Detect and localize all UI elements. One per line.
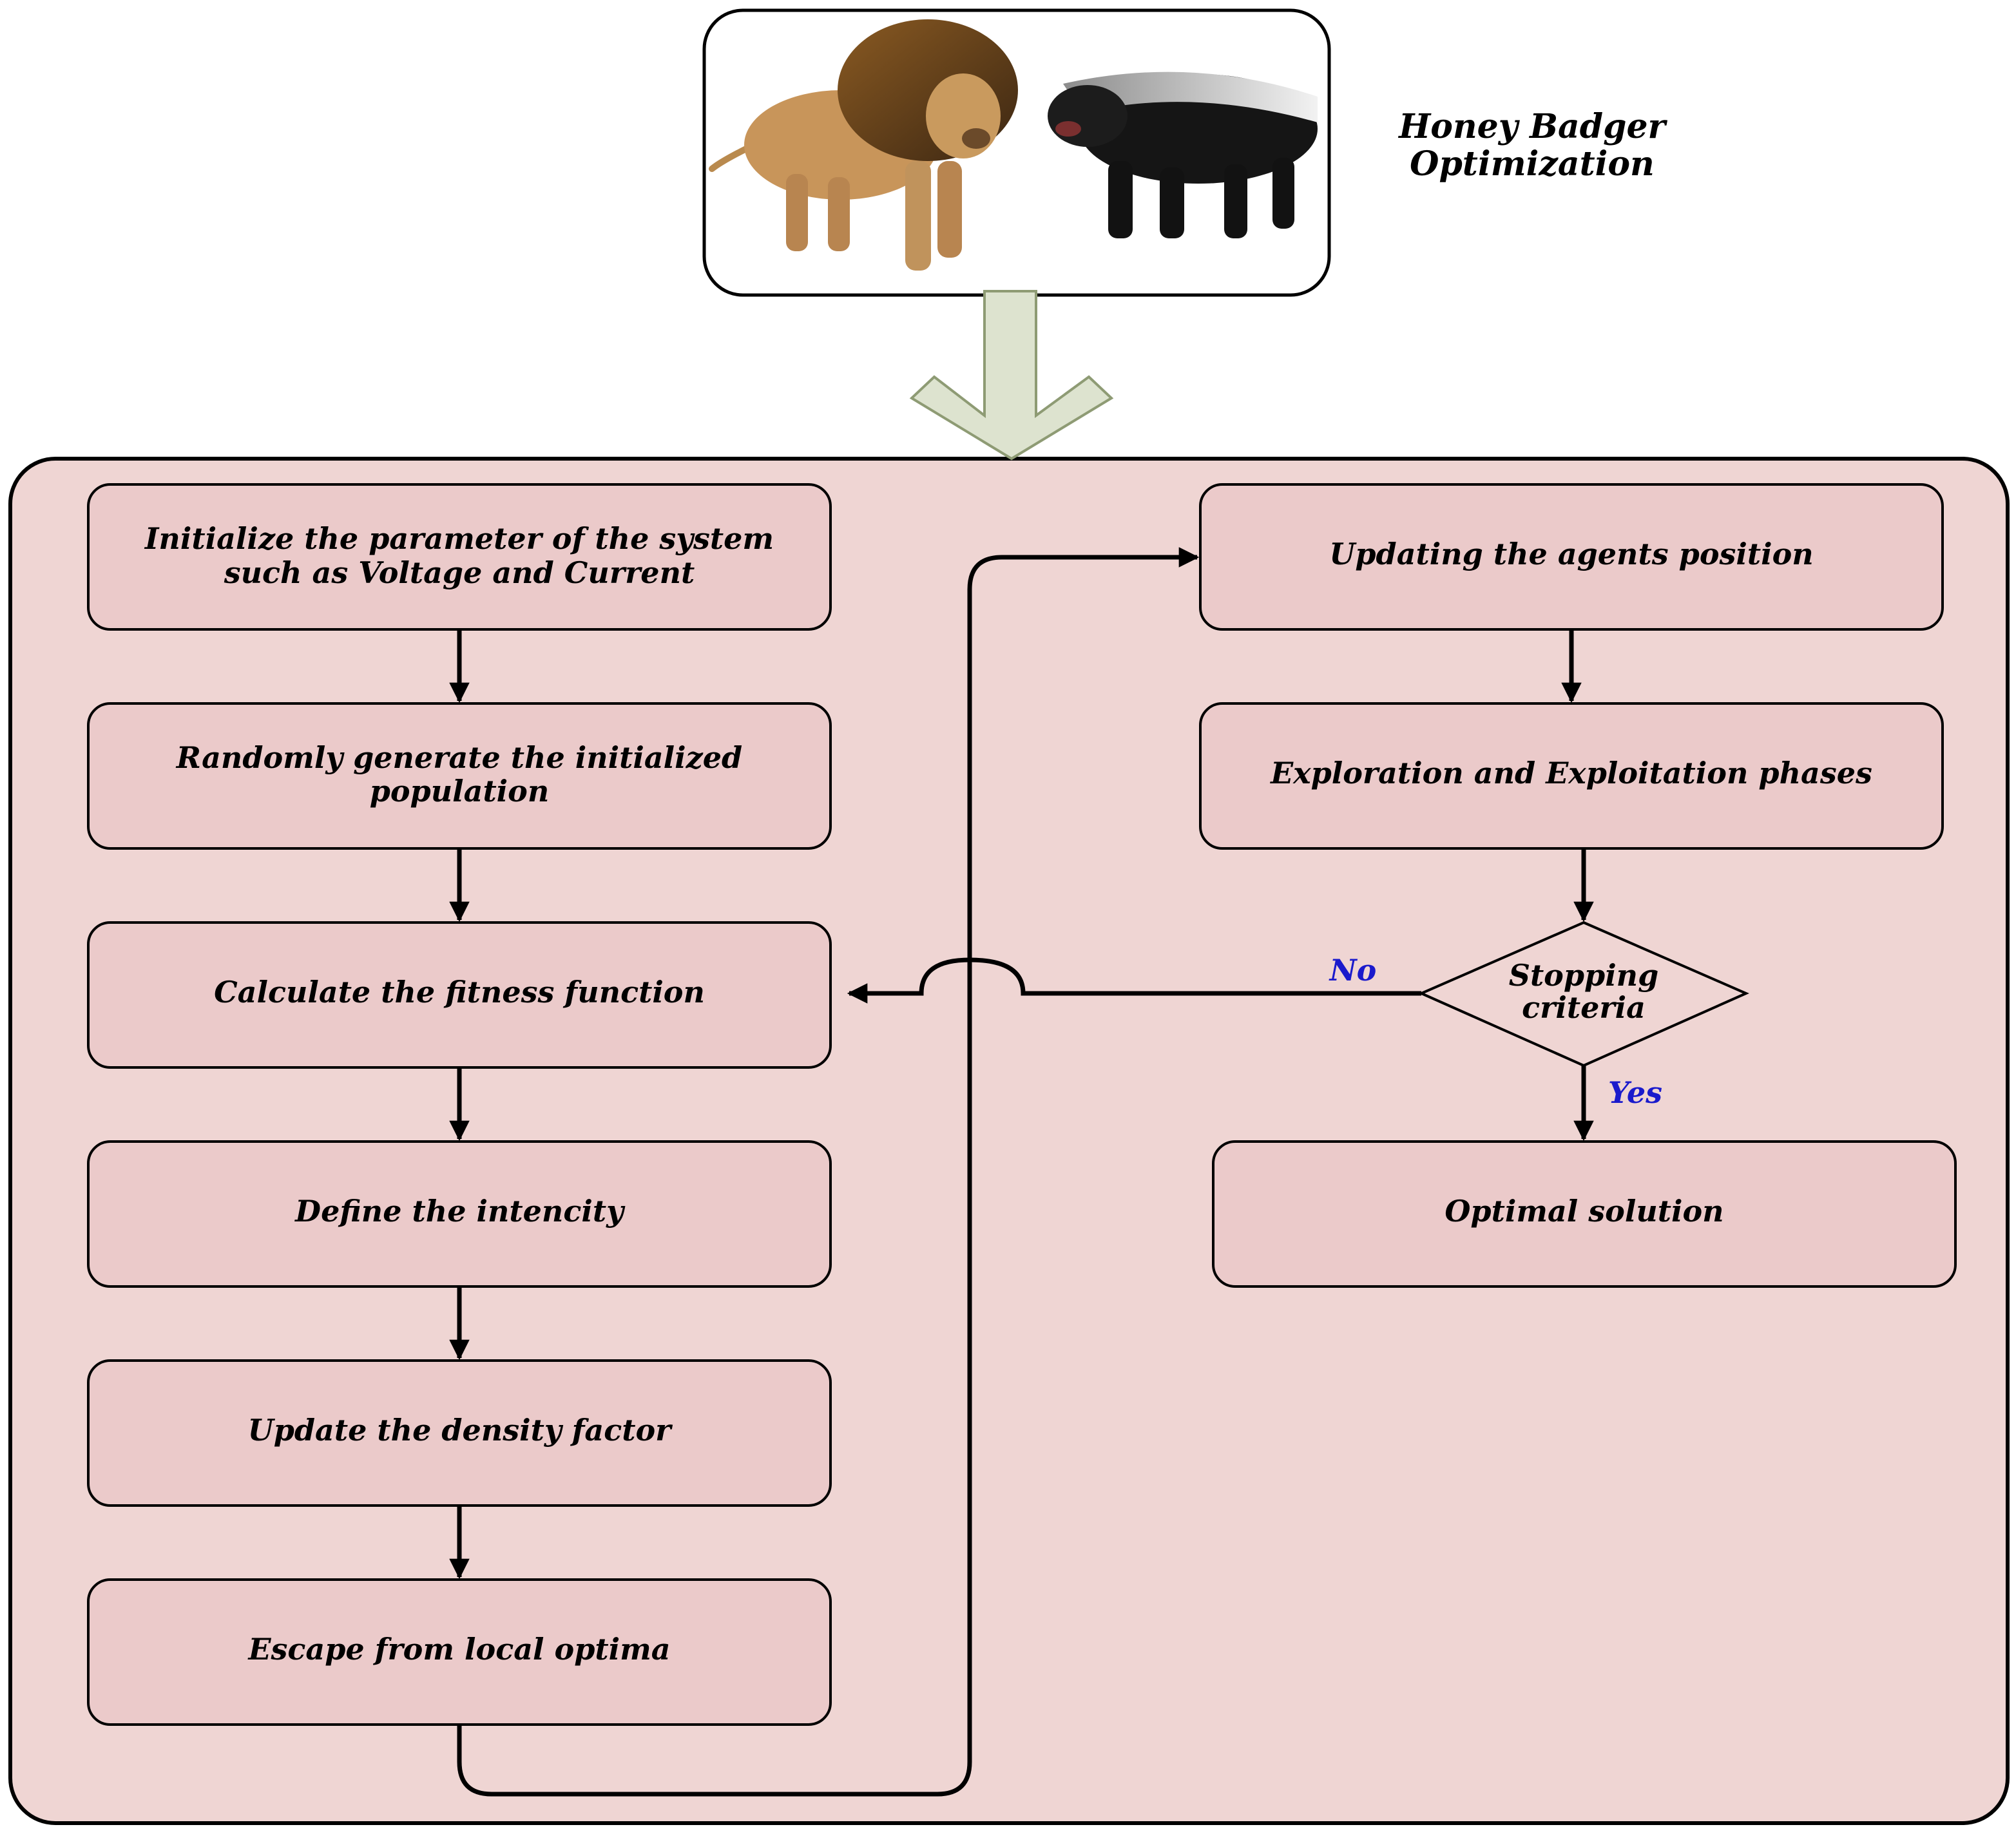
fitness-text: Calculate the fitness function	[214, 975, 705, 1009]
arrow-no-to-fitness	[847, 957, 1421, 1004]
density-text: Update the density factor	[248, 1413, 674, 1448]
phases-text: Exploration and Exploitation phases	[1269, 756, 1872, 790]
title-line-2: Optimization	[1410, 144, 1655, 184]
phases-box	[1199, 702, 1944, 850]
update-position-text: Updating the agents position	[1329, 537, 1813, 571]
escape-text: Escape from local optima	[247, 1632, 670, 1667]
title-line-1: Honey Badger	[1397, 107, 1667, 146]
stopping-text-line-2: criteria	[1522, 990, 1646, 1025]
no-label: No	[1329, 953, 1377, 988]
init-text-line-1: Initialize the parameter of the system	[144, 521, 774, 556]
honey-badger-illustration	[1048, 72, 1318, 238]
lion-illustration	[709, 19, 1018, 271]
down-arrow-icon	[909, 290, 1114, 461]
optimal-solution-text: Optimal solution	[1445, 1194, 1723, 1229]
intensity-text: Define the intencity	[294, 1194, 626, 1229]
random-text-line-1: Randomly generate the initialized	[175, 740, 742, 775]
yes-label: Yes	[1608, 1075, 1662, 1110]
optimal-solution-box	[1212, 1140, 1957, 1288]
random-text-line-2: population	[370, 774, 550, 808]
stopping-text-line-1: Stopping	[1509, 958, 1659, 993]
init-text-line-2: such as Voltage and Current	[224, 555, 695, 590]
arrow-escape-to-update-position	[457, 547, 1200, 1797]
